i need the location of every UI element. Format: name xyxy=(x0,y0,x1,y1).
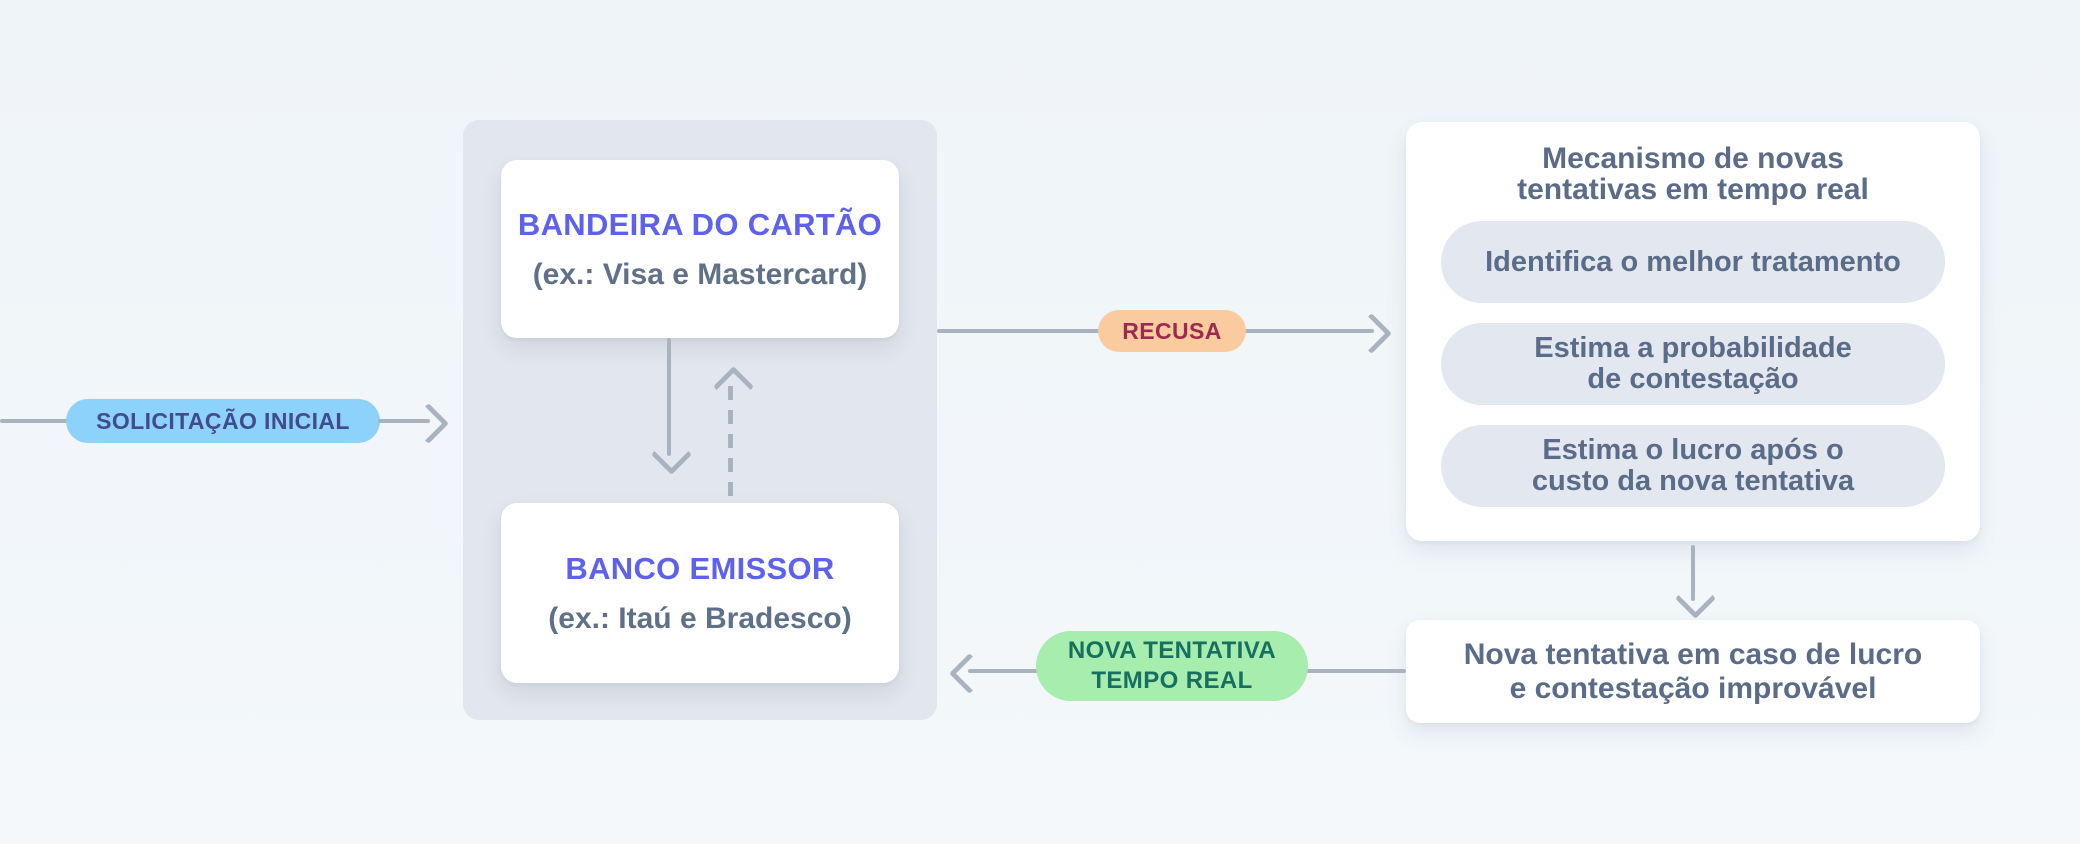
mechanism-panel-title: Mecanismo de novas tentativas em tempo r… xyxy=(1406,143,1980,205)
recusa-badge: RECUSA xyxy=(1098,310,1246,352)
solicitacao-inicial-label: SOLICITAÇÃO INICIAL xyxy=(96,407,350,434)
result-line1: Nova tentativa em caso de lucro xyxy=(1463,637,1923,671)
network-to-bank-line xyxy=(667,338,671,456)
recusa-label: RECUSA xyxy=(1122,317,1222,344)
retry-badge-line2: TEMPO REAL xyxy=(1091,667,1253,694)
pill-line: Estima a probabilidade xyxy=(1534,332,1852,364)
bandeira-card-subtitle: (ex.: Visa e Mastercard) xyxy=(532,257,868,291)
mechanism-to-result-line xyxy=(1691,545,1695,601)
banco-card-subtitle: (ex.: Itaú e Bradesco) xyxy=(548,601,852,635)
initial-request-line-right xyxy=(378,419,430,423)
bandeira-do-cartao-card: BANDEIRA DO CARTÃO (ex.: Visa e Masterca… xyxy=(501,160,899,338)
mechanism-title-line1: Mecanismo de novas xyxy=(1542,142,1844,175)
pill-line: de contestação xyxy=(1587,363,1799,395)
result-line2: e contestação improvável xyxy=(1509,671,1877,705)
retry-mechanism-panel: Mecanismo de novas tentativas em tempo r… xyxy=(1406,122,1980,541)
pill-line: custo da nova tentativa xyxy=(1531,465,1855,497)
initial-request-line-left xyxy=(0,419,70,423)
bandeira-card-title: BANDEIRA DO CARTÃO xyxy=(517,206,883,242)
mechanism-pill-profit-estimate: Estima o lucro após o custo da nova tent… xyxy=(1441,425,1945,507)
banco-emissor-card: BANCO EMISSOR (ex.: Itaú e Bradesco) xyxy=(501,503,899,683)
chevron-right-icon xyxy=(407,402,450,445)
bank-to-network-dashed-line xyxy=(728,386,733,503)
nova-tentativa-badge: NOVA TENTATIVA TEMPO REAL xyxy=(1036,631,1308,701)
mechanism-pill-dispute-probability: Estima a probabilidade de contestação xyxy=(1441,323,1945,405)
mechanism-title-line2: tentativas em tempo real xyxy=(1517,173,1869,206)
retry-result-box: Nova tentativa em caso de lucro e contes… xyxy=(1406,620,1980,723)
chevron-left-icon xyxy=(948,652,991,695)
pill-line: Estima o lucro após o xyxy=(1542,434,1844,466)
mechanism-pill-best-treatment: Identifica o melhor tratamento xyxy=(1441,221,1945,303)
chevron-right-icon xyxy=(1350,312,1393,355)
chevron-down-icon xyxy=(1674,577,1717,620)
pill-line: Identifica o melhor tratamento xyxy=(1485,245,1901,278)
banco-card-title: BANCO EMISSOR xyxy=(565,550,835,586)
retry-badge-line1: NOVA TENTATIVA xyxy=(1067,637,1277,664)
solicitacao-inicial-badge: SOLICITAÇÃO INICIAL xyxy=(66,399,380,443)
